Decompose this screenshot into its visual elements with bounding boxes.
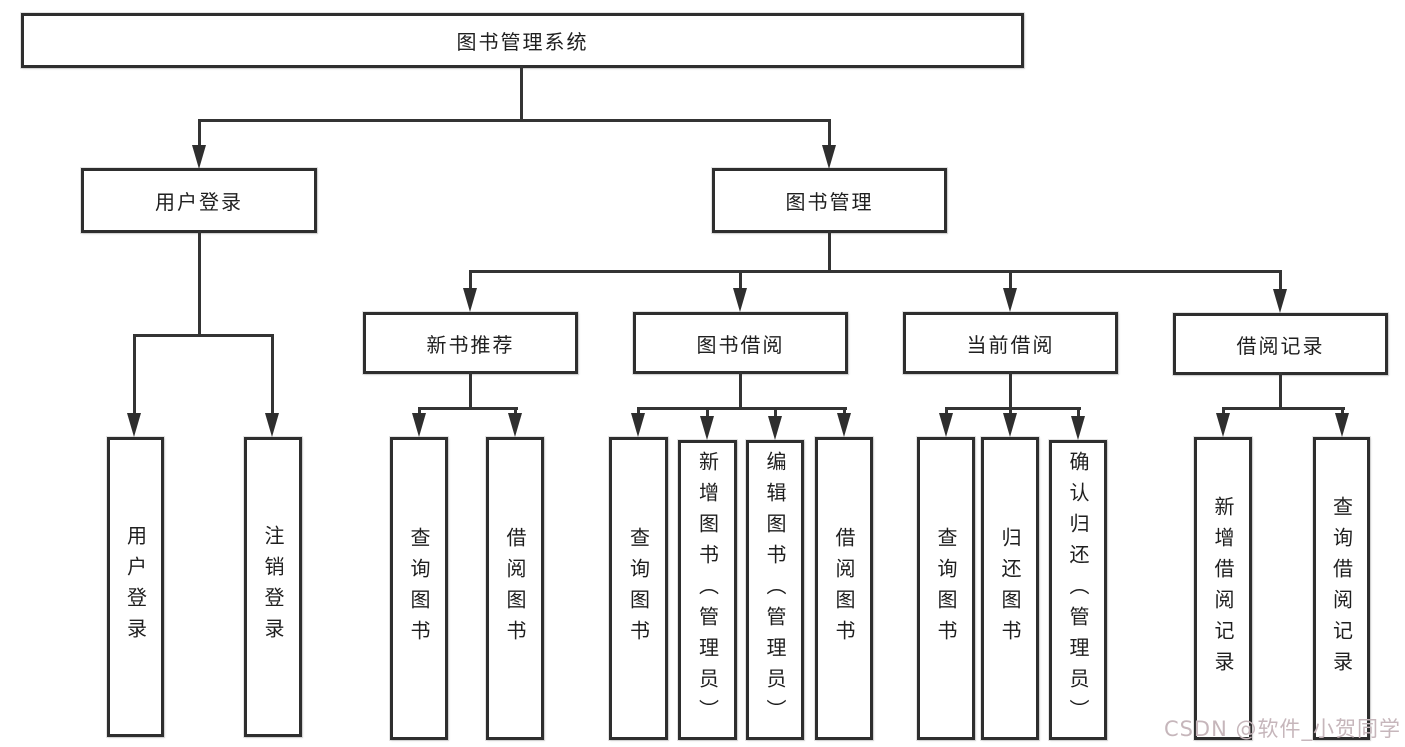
node-label: 借阅图书 — [832, 526, 856, 651]
connector-line — [469, 372, 472, 410]
node-label: 查询图书 — [626, 526, 651, 651]
connector-line — [418, 407, 518, 410]
arrow-down-icon — [822, 145, 836, 169]
node-leaf-add-book-admin: 新增图书（管理员） — [678, 440, 737, 740]
node-label: 新增借阅记录 — [1211, 495, 1235, 682]
node-label: 用户登录 — [155, 190, 243, 214]
connector-line — [828, 231, 831, 273]
connector-line — [637, 407, 847, 410]
connector-line — [520, 66, 523, 121]
node-label: 注销登录 — [261, 525, 285, 649]
node-leaf-query-books-current: 查询图书 — [917, 437, 975, 740]
node-leaf-borrow-books-recommend: 借阅图书 — [486, 437, 544, 740]
node-label: 确认归还（管理员） — [1066, 450, 1090, 730]
connector-line — [1279, 270, 1282, 290]
node-label: 编辑图书（管理员） — [763, 450, 787, 730]
node-leaf-query-books-borrowing: 查询图书 — [609, 437, 668, 740]
arrow-down-icon — [631, 413, 645, 437]
arrow-down-icon — [1003, 288, 1017, 312]
arrow-down-icon — [127, 413, 141, 437]
connector-line — [1009, 270, 1012, 290]
node-label: 当前借阅 — [966, 332, 1055, 357]
node-current-borrowing: 当前借阅 — [903, 312, 1118, 374]
connector-line — [1077, 407, 1080, 419]
node-leaf-edit-book-admin: 编辑图书（管理员） — [746, 440, 804, 740]
arrow-down-icon — [463, 288, 477, 312]
connector-line — [739, 270, 742, 290]
connector-line — [945, 407, 1081, 410]
node-leaf-user-login: 用户登录 — [107, 437, 164, 737]
connector-line — [1222, 407, 1345, 410]
connector-line — [469, 270, 1282, 273]
node-label: 图书管理系统 — [456, 30, 589, 54]
node-user-login: 用户登录 — [81, 168, 317, 233]
connector-line — [739, 372, 742, 410]
node-label: 归还图书 — [998, 526, 1022, 651]
connector-line — [198, 231, 201, 337]
connector-line — [1009, 372, 1012, 410]
node-label: 新书推荐 — [426, 332, 515, 357]
connector-line — [198, 119, 201, 147]
arrow-down-icon — [412, 413, 426, 437]
node-leaf-query-borrow-record: 查询借阅记录 — [1313, 437, 1370, 740]
node-label: 用户登录 — [123, 525, 148, 649]
node-label: 借阅记录 — [1236, 333, 1325, 358]
arrow-down-icon — [1273, 289, 1287, 313]
node-label: 图书借阅 — [696, 332, 785, 357]
arrow-down-icon — [733, 288, 747, 312]
arrow-down-icon — [1071, 416, 1085, 440]
arrow-down-icon — [768, 416, 782, 440]
arrow-down-icon — [192, 145, 206, 169]
connector-line — [774, 407, 777, 419]
connector-line — [271, 334, 274, 416]
connector-line — [828, 119, 831, 147]
node-book-management: 图书管理 — [712, 168, 947, 233]
connector-line — [469, 270, 472, 290]
connector-line — [133, 334, 136, 416]
node-leaf-confirm-return-admin: 确认归还（管理员） — [1049, 440, 1107, 740]
node-label: 新增图书（管理员） — [695, 450, 720, 730]
node-leaf-logout: 注销登录 — [244, 437, 302, 737]
connector-line — [1279, 372, 1282, 410]
arrow-down-icon — [265, 413, 279, 437]
node-label: 查询图书 — [407, 526, 431, 651]
arrow-down-icon — [837, 413, 851, 437]
arrow-down-icon — [1216, 413, 1230, 437]
connector-line — [198, 119, 831, 122]
node-leaf-borrow-books-borrowing: 借阅图书 — [815, 437, 873, 740]
node-library-system: 图书管理系统 — [21, 13, 1024, 68]
arrow-down-icon — [1335, 413, 1349, 437]
node-label: 图书管理 — [785, 190, 874, 214]
arrow-down-icon — [508, 413, 522, 437]
arrow-down-icon — [700, 416, 714, 440]
node-leaf-query-books-recommend: 查询图书 — [390, 437, 448, 740]
node-leaf-return-books: 归还图书 — [981, 437, 1039, 740]
arrow-down-icon — [939, 413, 953, 437]
connector-line — [706, 407, 709, 419]
connector-line — [133, 334, 274, 337]
node-label: 查询借阅记录 — [1329, 495, 1354, 682]
node-label: 查询图书 — [934, 526, 958, 651]
node-new-book-recommend: 新书推荐 — [363, 312, 578, 374]
node-book-borrowing: 图书借阅 — [633, 312, 848, 374]
node-leaf-add-borrow-record: 新增借阅记录 — [1194, 437, 1252, 740]
watermark: CSDN @软件_小贺同学 — [1163, 717, 1401, 741]
node-label: 借阅图书 — [503, 526, 527, 651]
arrow-down-icon — [1003, 413, 1017, 437]
node-borrowing-records: 借阅记录 — [1173, 313, 1388, 375]
